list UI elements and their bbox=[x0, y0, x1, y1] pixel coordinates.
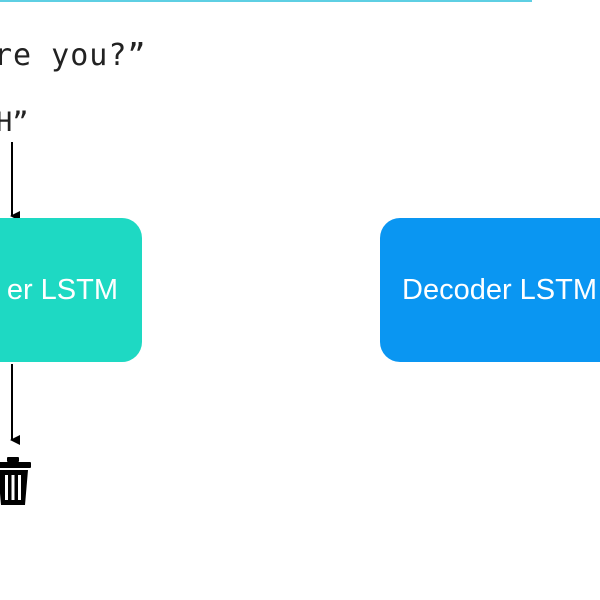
top-divider-line bbox=[0, 0, 532, 2]
trash-can-icon bbox=[0, 457, 31, 505]
hidden-state-label: H” bbox=[0, 107, 29, 138]
decoder-lstm-box: Decoder LSTM bbox=[380, 218, 600, 362]
encoder-lstm-label: er LSTM bbox=[6, 273, 118, 306]
encoder-lstm-box: er LSTM bbox=[0, 218, 142, 362]
decoder-lstm-label: Decoder LSTM bbox=[402, 273, 598, 306]
input-sentence: re you?” bbox=[0, 38, 147, 73]
